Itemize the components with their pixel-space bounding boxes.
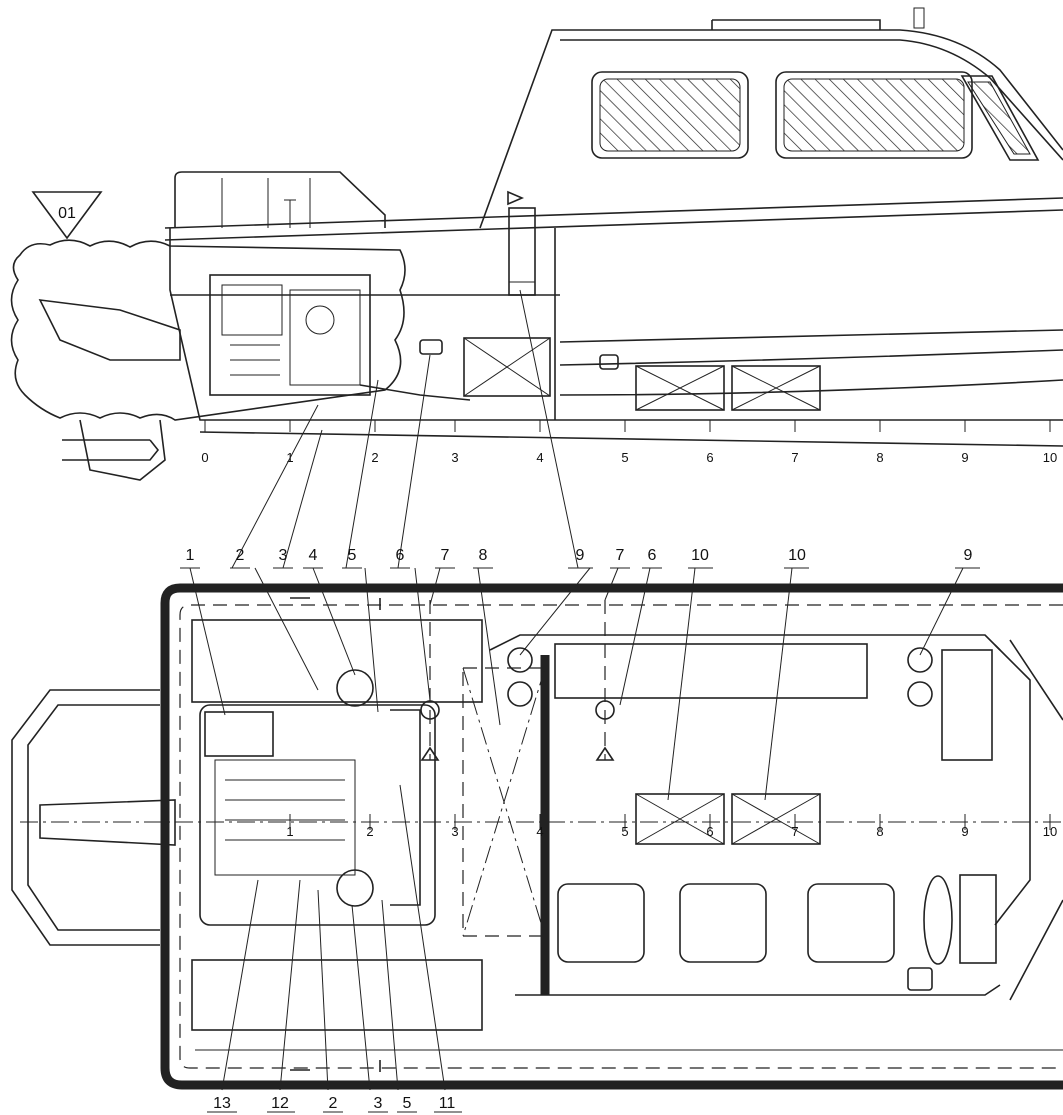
hull-outline (160, 583, 1063, 1090)
side-station-labels: 0 1 2 3 4 5 6 7 8 9 10 (201, 450, 1057, 465)
fuel-line (390, 709, 421, 906)
vent-1 (419, 339, 443, 355)
callout-label: 4 (309, 547, 318, 564)
extinguisher-3 (907, 647, 933, 673)
plan-station-label: 4 (536, 824, 543, 839)
side-station-label: 0 (201, 450, 208, 465)
callout-label: 2 (236, 547, 245, 564)
cabin-roof (479, 29, 1063, 229)
extinguisher-1 (507, 647, 533, 673)
extinguisher-4 (907, 681, 933, 707)
engine-top (204, 711, 274, 757)
side-view (10, 7, 1063, 481)
side-station-ticks (204, 420, 1051, 432)
plan-station-labels: 1 2 3 4 5 6 7 8 9 10 (286, 824, 1057, 839)
callout-label: 2 (329, 1095, 338, 1112)
seat-3 (807, 883, 895, 963)
roof-rail (711, 19, 881, 30)
callout-label: 7 (616, 547, 625, 564)
hull-bottom (169, 228, 1063, 421)
swim-platform (11, 689, 160, 946)
callouts-bottom: 13 12 2 3 5 11 (207, 1095, 462, 1113)
side-station-label: 7 (791, 450, 798, 465)
cabin-window-3 (960, 75, 1040, 161)
outdrive (38, 299, 181, 361)
battery-1 (635, 365, 725, 411)
engine-compartment (199, 704, 436, 926)
filter-1 (336, 669, 374, 707)
callout-label: 10 (691, 547, 709, 564)
aft-seat-bottom (191, 959, 483, 1031)
plan-view (11, 583, 1063, 1090)
extinguisher-2 (507, 681, 533, 707)
callout-label: 9 (576, 547, 585, 564)
plan-station-label: 7 (791, 824, 798, 839)
side-bollard (284, 199, 296, 228)
callout-label: 1 (186, 547, 195, 564)
side-station-label: 8 (876, 450, 883, 465)
side-station-label: 3 (451, 450, 458, 465)
fuel-tank-side (463, 337, 551, 397)
seat-1 (557, 883, 645, 963)
steering-wheel (923, 875, 953, 965)
leader-lines-bottom (221, 784, 446, 1091)
cabin-berth (554, 643, 868, 699)
callout-label: 11 (439, 1095, 456, 1112)
aft-seat-top (191, 619, 483, 703)
throttle (907, 967, 933, 991)
plan-station-label: 6 (706, 824, 713, 839)
battery-plan-1 (635, 793, 725, 845)
mast-light (913, 7, 925, 29)
battery-plan-2 (731, 793, 821, 845)
deck-line (164, 197, 1063, 229)
callout-label: 10 (788, 547, 806, 564)
plan-station-label: 9 (961, 824, 968, 839)
side-station-label: 10 (1043, 450, 1057, 465)
marker-label: 01 (58, 205, 76, 222)
battery-2 (731, 365, 821, 411)
callouts-top: 1 2 3 4 5 6 7 8 9 7 6 10 10 9 (180, 547, 980, 569)
marker-triangle (31, 191, 103, 240)
engine-block-plan (214, 759, 356, 876)
callout-label: 7 (441, 547, 450, 564)
side-station-label: 6 (706, 450, 713, 465)
instrument-panel (959, 874, 997, 964)
plan-station-label: 10 (1043, 824, 1057, 839)
exhaust-stack (508, 207, 536, 296)
plan-station-label: 2 (366, 824, 373, 839)
seat-2 (679, 883, 767, 963)
side-station-label: 4 (536, 450, 543, 465)
engine-side (209, 274, 371, 396)
filter-2 (336, 869, 374, 907)
callout-label: 9 (964, 547, 973, 564)
propeller (62, 439, 160, 461)
drive-leg-plan (39, 799, 176, 846)
callout-label: 13 (213, 1095, 231, 1112)
cabin-window-2 (775, 71, 973, 159)
vent-2 (599, 354, 619, 370)
leader-lines-top (189, 289, 964, 801)
plan-station-label: 3 (451, 824, 458, 839)
plan-station-label: 8 (876, 824, 883, 839)
callout-label: 3 (374, 1095, 383, 1112)
callout-label: 8 (479, 547, 488, 564)
aft-rail (174, 171, 386, 228)
side-station-label: 9 (961, 450, 968, 465)
callout-label: 3 (279, 547, 288, 564)
plan-station-label: 1 (286, 824, 293, 839)
callout-label: 6 (648, 547, 657, 564)
side-station-label: 5 (621, 450, 628, 465)
engine-zone-outline (10, 239, 406, 421)
callout-label: 12 (271, 1095, 289, 1112)
cabin-window-1 (591, 71, 749, 159)
callout-label: 6 (396, 547, 405, 564)
callout-label: 5 (403, 1095, 412, 1112)
side-station-label: 2 (371, 450, 378, 465)
plan-station-label: 5 (621, 824, 628, 839)
console-locker (941, 649, 993, 761)
callout-label: 5 (348, 547, 357, 564)
